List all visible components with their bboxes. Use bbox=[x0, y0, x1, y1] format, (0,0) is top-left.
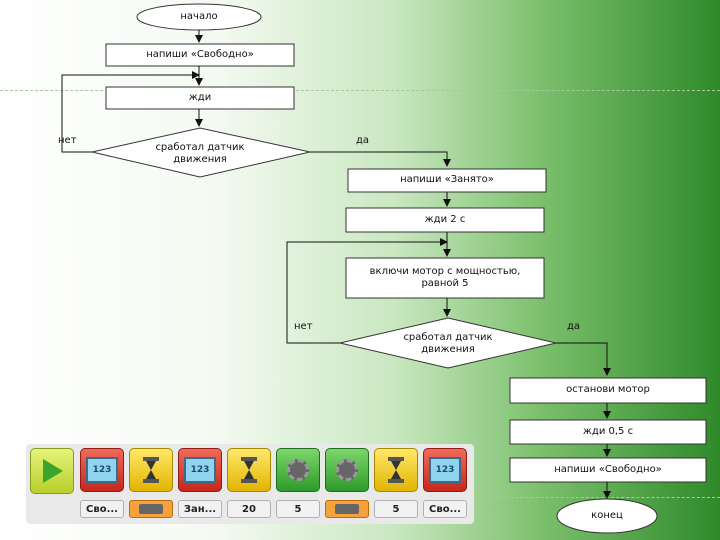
display-icon: 123 bbox=[86, 457, 118, 483]
write-free-2-shape bbox=[509, 457, 707, 483]
motor-stop-node: останови мотор bbox=[566, 384, 650, 396]
wait-05s-node: жди 0,5 с bbox=[582, 425, 634, 437]
param-sensor[interactable] bbox=[325, 500, 369, 518]
param-text[interactable]: Зан... bbox=[178, 500, 222, 518]
display-icon: 123 bbox=[184, 457, 216, 483]
hourglass-icon bbox=[241, 457, 257, 483]
wait-block[interactable] bbox=[227, 448, 271, 492]
param-number[interactable]: 5 bbox=[276, 500, 320, 518]
display-block[interactable]: 123 bbox=[80, 448, 124, 492]
display-block[interactable]: 123 bbox=[423, 448, 467, 492]
wait-2s-shape bbox=[345, 207, 545, 233]
param-number[interactable]: 20 bbox=[227, 500, 271, 518]
decision-node-1: сработал датчик движения bbox=[155, 141, 245, 166]
start-block[interactable] bbox=[30, 448, 74, 494]
end-shape bbox=[556, 498, 658, 534]
display-block[interactable]: 123 bbox=[178, 448, 222, 492]
guide-line bbox=[0, 90, 720, 91]
param-text[interactable]: Сво... bbox=[80, 500, 124, 518]
motor-power-icon bbox=[287, 459, 309, 481]
play-icon bbox=[43, 459, 63, 483]
motor-stop-icon bbox=[336, 459, 358, 481]
edge-label-yes-1: да bbox=[356, 135, 370, 146]
wait-node: жди bbox=[188, 91, 212, 103]
param-sensor[interactable] bbox=[129, 500, 173, 518]
guide-line bbox=[470, 497, 720, 498]
motor-stop-block[interactable] bbox=[325, 448, 369, 492]
motion-sensor-icon bbox=[139, 504, 163, 514]
param-number[interactable]: 5 bbox=[374, 500, 418, 518]
wait-block[interactable] bbox=[129, 448, 173, 492]
edge-label-no-2: нет bbox=[294, 321, 313, 332]
decision-node-2: сработал датчик движения bbox=[403, 331, 493, 356]
motor-on-shape bbox=[345, 257, 545, 299]
motor-on-node: включи мотор с мощностью, равной 5 bbox=[369, 265, 521, 290]
wait-block[interactable] bbox=[374, 448, 418, 492]
program-strip: 123 Сво... 123 Зан... 20 5 5 123 Сво... bbox=[26, 444, 474, 524]
hourglass-icon bbox=[143, 457, 159, 483]
write-busy-node: напиши «Занято» bbox=[400, 174, 494, 186]
edge-label-no-1: нет bbox=[58, 135, 77, 146]
motion-sensor-icon bbox=[335, 504, 359, 514]
end-node: конец bbox=[591, 509, 623, 521]
start-node: начало bbox=[180, 10, 218, 22]
motor-power-block[interactable] bbox=[276, 448, 320, 492]
edge-label-yes-2: да bbox=[567, 321, 581, 332]
hourglass-icon bbox=[388, 457, 404, 483]
write-free-2-node: напиши «Свободно» bbox=[554, 463, 662, 475]
motor-stop-shape bbox=[509, 377, 707, 404]
write-free-node: напиши «Свободно» bbox=[146, 48, 254, 60]
wait-2s-node: жди 2 с bbox=[424, 213, 466, 225]
write-free-shape bbox=[105, 43, 295, 67]
display-icon: 123 bbox=[429, 457, 461, 483]
wait-shape bbox=[105, 86, 295, 110]
param-text[interactable]: Сво... bbox=[423, 500, 467, 518]
wait-05s-shape bbox=[509, 419, 707, 445]
